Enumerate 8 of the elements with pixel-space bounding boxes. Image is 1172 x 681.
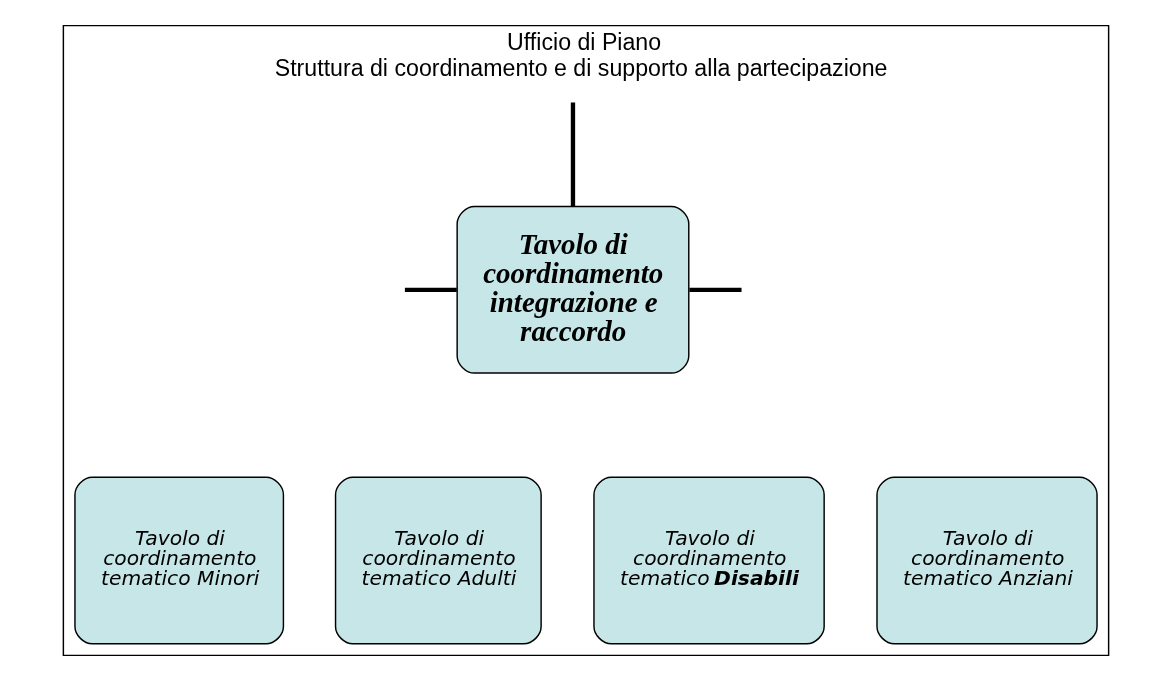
connector: [570, 102, 576, 207]
node-box: Tavolo di coordinamento tematico Adulti: [334, 476, 542, 645]
connector: [689, 287, 742, 292]
node-box: Tavolo di coordinamento tematico Anziani: [876, 476, 1098, 645]
node-box: Tavolo di coordinamento integrazione e raccordo: [456, 205, 690, 374]
node-box: Tavolo di coordinamento tematico Disabili: [593, 476, 825, 645]
connector: [404, 287, 457, 292]
node-box: Tavolo di coordinamento tematico Minori: [74, 476, 285, 645]
